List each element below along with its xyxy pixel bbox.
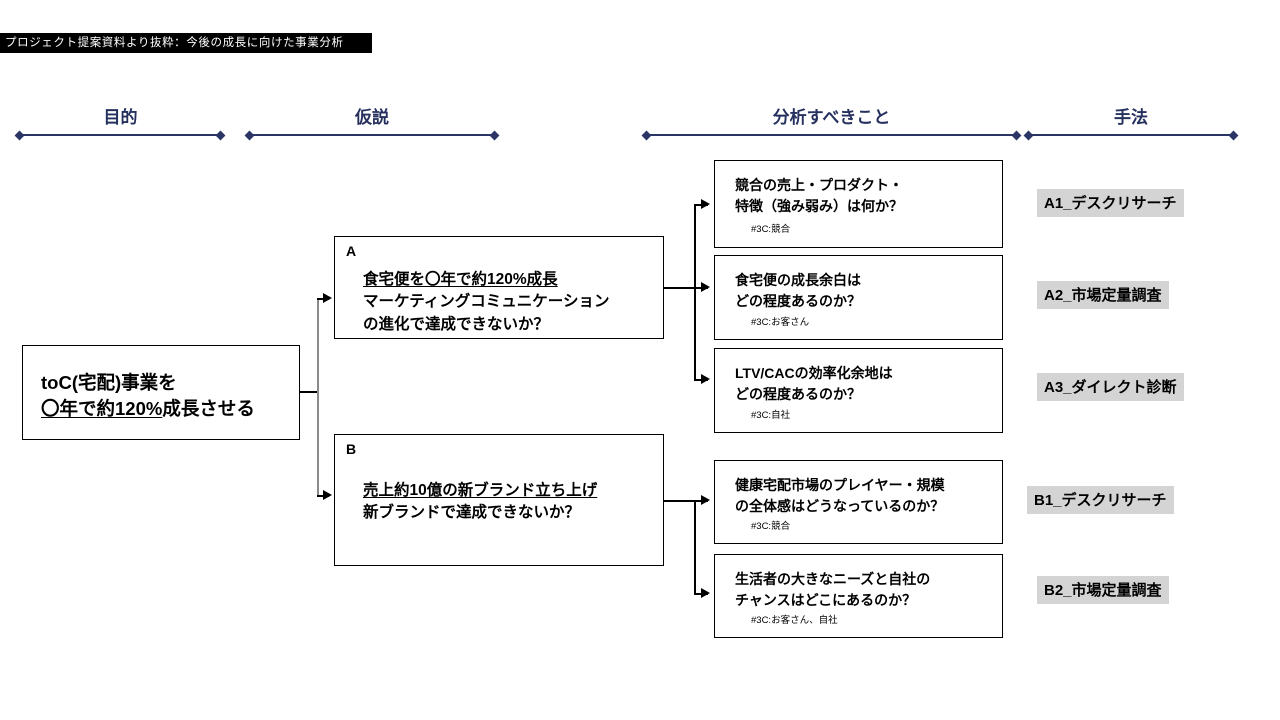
hypothesis-b-arrowhead-2: [701, 588, 710, 598]
hypothesis-box-b[interactable]: B 売上約10億の新ブランド立ち上げ 新ブランドで達成できないか？: [334, 434, 664, 566]
analysis-box-5[interactable]: 生活者の大きなニーズと自社の チャンスはどこにあるのか？ #3C:お客さん、自社: [714, 554, 1003, 638]
column-header-method: 手法: [1114, 108, 1148, 127]
analysis-box-1[interactable]: 競合の売上・プロダクト・ 特徴（強み弱み）は何か？ #3C:競合: [714, 160, 1003, 248]
hypothesis-a-line-1: 食宅便を〇年で約120%成長: [363, 271, 558, 288]
goal-connector-arrowhead-a: [323, 293, 332, 303]
column-header-purpose: 目的: [103, 108, 138, 127]
hypothesis-a-arrowhead-3: [701, 374, 710, 384]
hypothesis-box-a[interactable]: A 食宅便を〇年で約120%成長 マーケティングコミュニケーション の進化で達成…: [334, 236, 664, 339]
hypothesis-label-b: B: [346, 441, 357, 457]
column-header-analysis: 分析すべきこと: [772, 108, 891, 127]
analysis-text-1: 競合の売上・プロダクト・ 特徴（強み弱み）は何か？: [735, 175, 903, 217]
hypothesis-a-line-3: の進化で達成できないか？: [363, 315, 550, 333]
analysis-text-3: LTV/CACの効率化余地は どの程度あるのか？: [735, 363, 893, 405]
analysis-tag-3: #3C:自社: [751, 410, 791, 421]
goal-line-2-underlined: 〇年で約120%: [41, 398, 163, 420]
analysis-5-line-1: 生活者の大きなニーズと自社の: [735, 571, 931, 587]
hypothesis-b-line-2: 新ブランドで達成できないか？: [363, 504, 581, 522]
hypothesis-a-connector-stub: [664, 287, 695, 289]
goal-box[interactable]: toC(宅配)事業を 〇年で約120%成長させる: [22, 345, 300, 440]
hypothesis-label-a: A: [346, 243, 357, 259]
goal-text: toC(宅配)事業を 〇年で約120%成長させる: [41, 370, 255, 423]
analysis-5-line-2: チャンスはどこにあるのか？: [735, 592, 917, 608]
goal-connector-trunk: [317, 298, 319, 496]
analysis-3-line-1: LTV/CACの効率化余地は: [735, 365, 893, 381]
analysis-tag-4: #3C:競合: [751, 521, 791, 532]
goal-connector-arrowhead-b: [323, 490, 332, 500]
analysis-text-2: 食宅便の成長余白は どの程度あるのか？: [735, 270, 861, 312]
analysis-4-line-2: の全体感はどうなっているのか？: [735, 498, 945, 514]
analysis-1-line-1: 競合の売上・プロダクト・: [735, 177, 903, 193]
hypothesis-b-line-1: 売上約10億の新ブランド立ち上げ: [363, 482, 598, 499]
hypothesis-a-line-2: マーケティングコミュニケーション: [363, 293, 610, 311]
hypothesis-text-a: 食宅便を〇年で約120%成長 マーケティングコミュニケーション の進化で達成でき…: [363, 269, 609, 336]
hypothesis-b-arrowhead-1: [701, 495, 710, 505]
method-chip-a1[interactable]: A1_デスクリサーチ: [1037, 189, 1184, 217]
analysis-box-3[interactable]: LTV/CACの効率化余地は どの程度あるのか？ #3C:自社: [714, 348, 1003, 433]
column-axis-method: [1027, 134, 1235, 136]
analysis-box-2[interactable]: 食宅便の成長余白は どの程度あるのか？ #3C:お客さん: [714, 255, 1003, 340]
hypothesis-a-arrowhead-1: [701, 199, 710, 209]
hypothesis-a-connector-trunk: [694, 204, 696, 380]
hypothesis-b-connector-trunk: [694, 500, 696, 594]
analysis-2-line-1: 食宅便の成長余白は: [735, 272, 861, 288]
method-chip-a3[interactable]: A3_ダイレクト診断: [1037, 373, 1184, 401]
analysis-tag-1: #3C:競合: [751, 224, 791, 235]
analysis-text-4: 健康宅配市場のプレイヤー・規模 の全体感はどうなっているのか？: [735, 475, 945, 517]
analysis-tag-5: #3C:お客さん、自社: [751, 615, 838, 626]
analysis-tag-2: #3C:お客さん: [751, 317, 810, 328]
goal-line-1: toC(宅配)事業を: [41, 372, 177, 393]
slide-title-banner: プロジェクト提案資料より抜粋：今後の成長に向けた事業分析: [0, 33, 372, 53]
analysis-3-line-2: どの程度あるのか？: [735, 386, 861, 402]
hypothesis-a-arrowhead-2: [701, 282, 710, 292]
column-axis-analysis: [645, 134, 1018, 136]
method-chip-b1[interactable]: B1_デスクリサーチ: [1027, 486, 1174, 514]
analysis-2-line-2: どの程度あるのか？: [735, 293, 861, 309]
hypothesis-text-b: 売上約10億の新ブランド立ち上げ 新ブランドで達成できないか？: [363, 480, 597, 525]
goal-connector-stub: [300, 391, 318, 393]
column-header-hypothesis: 仮説: [355, 108, 389, 127]
goal-line-2-rest: 成長させる: [162, 398, 255, 420]
analysis-box-4[interactable]: 健康宅配市場のプレイヤー・規模 の全体感はどうなっているのか？ #3C:競合: [714, 460, 1003, 544]
method-chip-b2[interactable]: B2_市場定量調査: [1037, 576, 1169, 604]
hypothesis-b-connector-stub: [664, 500, 695, 502]
analysis-text-5: 生活者の大きなニーズと自社の チャンスはどこにあるのか？: [735, 569, 930, 611]
analysis-4-line-1: 健康宅配市場のプレイヤー・規模: [735, 477, 945, 493]
column-axis-hypothesis: [248, 134, 496, 136]
method-chip-a2[interactable]: A2_市場定量調査: [1037, 281, 1169, 309]
column-axis-purpose: [18, 134, 222, 136]
analysis-1-line-2: 特徴（強み弱み）は何か？: [735, 198, 903, 214]
